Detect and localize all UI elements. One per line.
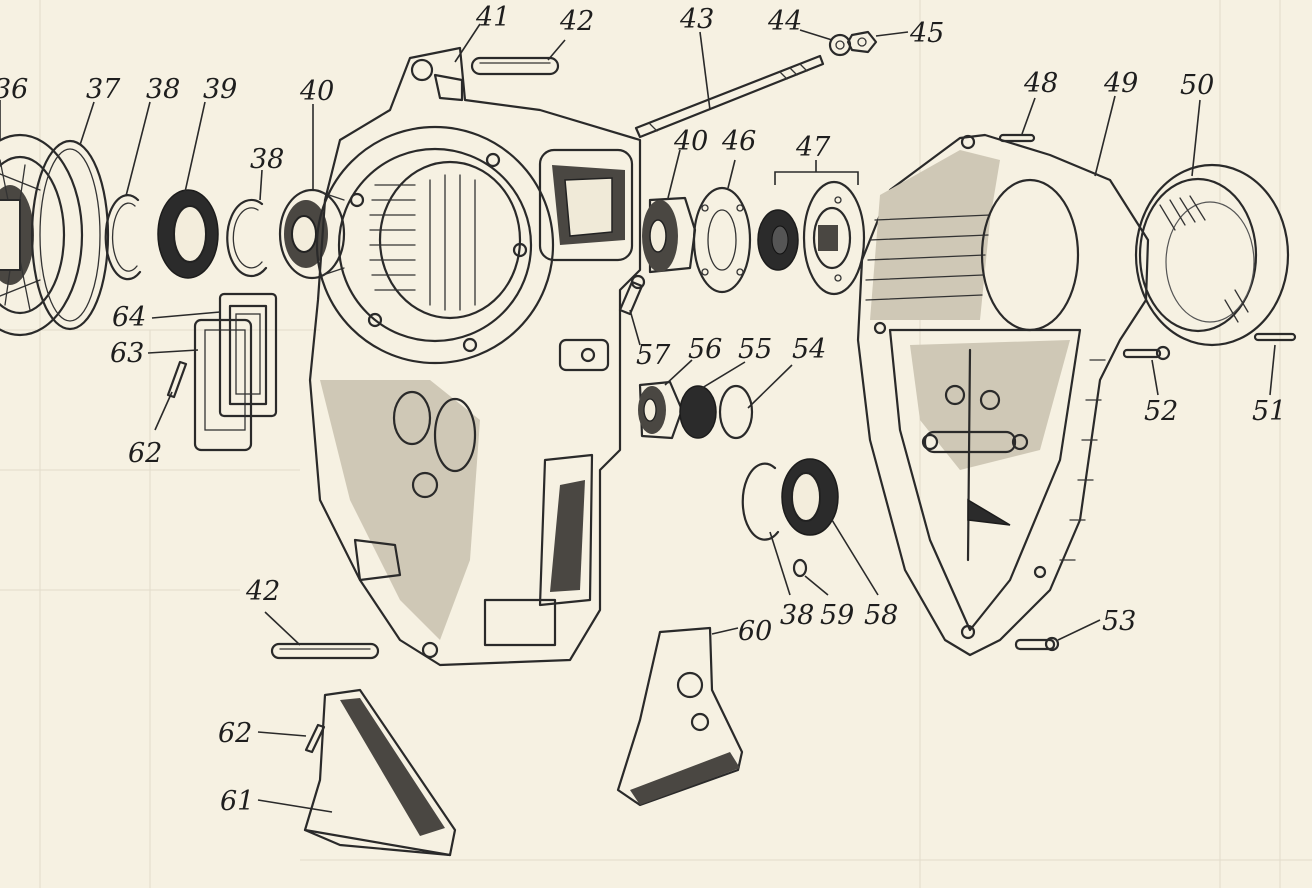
part-40-bearing-right [642, 196, 697, 274]
part-49-housing-cover [856, 133, 1150, 657]
part-38-snap-ring-left [104, 194, 142, 281]
part-62-screw-upper [166, 360, 188, 399]
part-37-ring [30, 139, 110, 331]
part-57-screw [618, 274, 646, 316]
callout-42-lower: 42 [245, 576, 280, 607]
callout-40: 40 [299, 76, 334, 107]
flange-bolt-holes [349, 152, 528, 353]
callout-labels: 36 37 38 39 40 41 42 43 44 45 40 46 47 4… [0, 2, 1286, 817]
callout-51: 51 [1252, 396, 1286, 427]
part-42-pin-top [470, 56, 560, 76]
callout-45: 45 [909, 18, 944, 49]
callout-63: 63 [110, 338, 144, 369]
callout-40-right: 40 [673, 126, 708, 157]
part-47-seal-assembly [757, 180, 866, 296]
part-54-ring [718, 384, 754, 440]
part-45-nut [846, 30, 878, 54]
callout-49: 49 [1103, 68, 1138, 99]
callout-57: 57 [636, 340, 671, 371]
part-51-screw [1253, 332, 1297, 342]
part-64-frame [218, 292, 278, 418]
callout-37: 37 [86, 74, 121, 105]
callout-59: 59 [820, 600, 854, 631]
callout-41: 41 [475, 2, 510, 33]
part-55-seal [679, 385, 717, 439]
part-58-seal [781, 458, 839, 536]
part-36-rotor [0, 133, 84, 337]
part-38-snap-ring-mid [226, 198, 268, 278]
callout-38-lower: 38 [780, 600, 814, 631]
part-38-snap-ring-lower [741, 462, 780, 541]
callout-55: 55 [738, 334, 772, 365]
part-44-washer [828, 33, 852, 57]
callout-62: 62 [128, 438, 162, 469]
callout-38-second: 38 [250, 144, 284, 175]
callout-47: 47 [795, 132, 831, 163]
callout-56: 56 [688, 334, 722, 365]
callout-62-lower: 62 [218, 718, 252, 749]
callout-50: 50 [1180, 70, 1214, 101]
part-60-bracket [616, 626, 744, 807]
part-61-duct [303, 688, 457, 857]
part-59-o-ring [792, 558, 808, 578]
callout-60: 60 [738, 616, 772, 647]
bore-fins [369, 174, 476, 311]
callout-48: 48 [1023, 68, 1058, 99]
leader-lines [0, 23, 1276, 813]
part-42-pin-bottom [270, 642, 380, 660]
part-39-seal [157, 189, 219, 279]
callout-46: 46 [721, 126, 756, 157]
callout-52: 52 [1144, 396, 1178, 427]
part-56-bearing [638, 380, 684, 440]
part-53-screw [1014, 636, 1060, 652]
callout-64: 64 [112, 302, 146, 333]
callout-53: 53 [1102, 606, 1136, 637]
callout-54: 54 [792, 334, 826, 365]
callout-38: 38 [146, 74, 180, 105]
part-40-bearing-left [278, 188, 346, 280]
part-46-gasket [692, 186, 752, 294]
callout-44: 44 [767, 6, 802, 37]
part-63-plate [193, 318, 253, 452]
callout-39: 39 [203, 74, 237, 105]
callout-42: 42 [559, 6, 594, 37]
callout-43: 43 [679, 4, 714, 35]
part-52-screw [1122, 345, 1171, 361]
callout-36: 36 [0, 74, 28, 105]
main-gearbox-housing [308, 46, 642, 667]
part-48-screw [998, 133, 1036, 143]
callout-61: 61 [220, 786, 254, 817]
part-50-end-cap [1134, 163, 1290, 347]
callout-58: 58 [864, 600, 898, 631]
cover-ribs [865, 214, 1106, 561]
part-43-rod [634, 54, 825, 139]
